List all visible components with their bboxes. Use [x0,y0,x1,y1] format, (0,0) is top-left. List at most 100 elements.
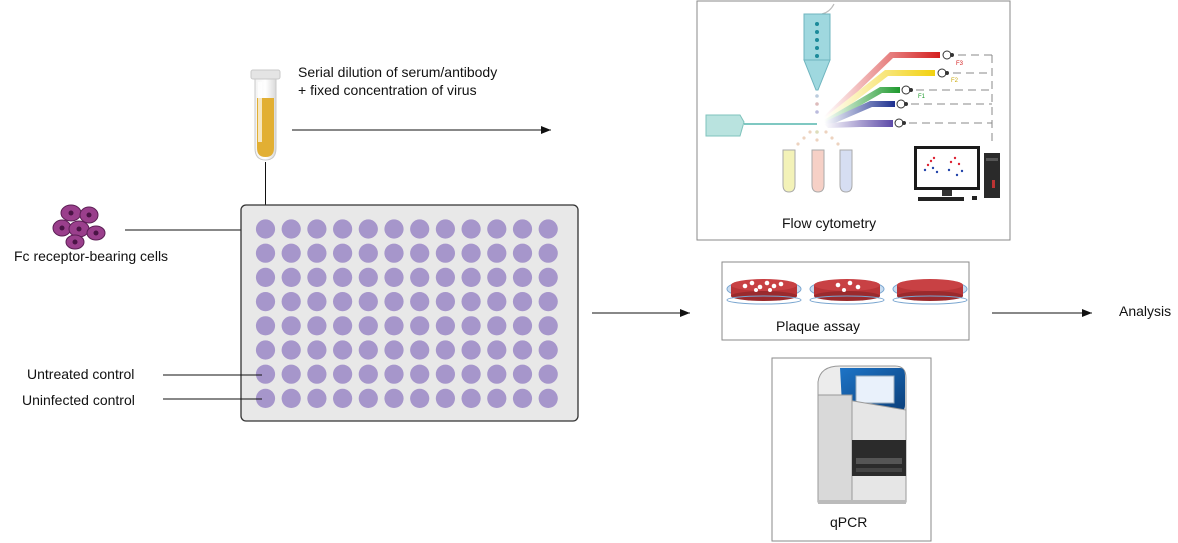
plate-well [435,388,455,408]
plate-well [333,340,353,360]
plate-well [410,219,430,239]
cells-icon [52,204,106,250]
untreated-control-label: Untreated control [27,366,135,382]
detector-label-f1: F1 [918,94,926,100]
plate-well [281,219,301,239]
flow-cytometry-label: Flow cytometry [782,215,877,231]
plate-well [410,316,430,336]
plate-well [384,340,404,360]
plate-well [435,267,455,287]
plate-well [538,243,558,263]
plate-well [435,316,455,336]
plate-well [435,219,455,239]
plate-well [358,243,378,263]
plate-well [487,388,507,408]
plate-well [410,243,430,263]
plate-well [255,340,276,360]
plate-well [281,364,301,384]
plate-well [487,316,507,336]
plate-well [538,364,558,384]
plate-well [307,243,327,263]
serum-label-line1: Serial dilution of serum/antibody [298,64,498,80]
plate-well [307,292,327,312]
plate-well [461,292,481,312]
plate-well [512,267,533,287]
flow-cytometer-icon [705,3,1000,201]
plate-well [435,292,455,312]
plate-well [307,219,327,239]
plate-well [461,316,481,336]
plate-well [410,267,430,287]
plate-well [487,219,507,239]
plate-well [384,267,404,287]
plate-well [410,292,430,312]
plate-well [512,243,533,263]
plate-well [358,292,378,312]
plate-well [384,388,404,408]
plate-well [255,243,276,263]
plate-well [333,292,353,312]
plate-well [538,340,558,360]
plate-well [333,267,353,287]
plate-well [435,364,455,384]
plate-well [358,388,378,408]
analysis-label: Analysis [1119,303,1172,319]
plate-well [333,364,353,384]
plate-well [255,364,276,384]
plate-well [307,340,327,360]
serum-label-line2: + fixed concentration of virus [298,82,477,98]
plate-well [461,243,481,263]
plate-well [461,267,481,287]
plate-well [333,388,353,408]
plate-well [512,316,533,336]
plate-well [384,364,404,384]
plate-well [384,316,404,336]
plate-well [461,364,481,384]
plate-well [307,364,327,384]
plate-well [384,219,404,239]
plate-well [307,388,327,408]
plaque-assay-label: Plaque assay [776,318,861,334]
plate-well [512,292,533,312]
plate-well [307,267,327,287]
petri-dishes-icon [726,279,968,305]
plate-well [384,292,404,312]
plate-well [358,316,378,336]
plate-well [255,219,276,239]
plate-well [358,219,378,239]
plate-wells [255,219,558,408]
plate-well [512,219,533,239]
plaque-assay-panel [721,261,970,341]
plate-well [255,267,276,287]
plate-well [435,243,455,263]
uninfected-control-label: Uninfected control [22,392,135,408]
plate-well [255,292,276,312]
plate-well [358,267,378,287]
plate-well [333,219,353,239]
plate-well [307,316,327,336]
plate-well [410,364,430,384]
qpcr-label: qPCR [830,514,868,530]
plate-well [512,340,533,360]
plate-well [435,340,455,360]
plate-well [358,340,378,360]
plate-well [538,388,558,408]
detector-label-f2: F2 [951,78,959,84]
serum-tube-icon [250,69,281,161]
plate-well [281,267,301,287]
plate-well [333,243,353,263]
qpcr-machine-icon [817,365,907,504]
plate-well [461,388,481,408]
plate-well [281,292,301,312]
cells-label: Fc receptor-bearing cells [14,248,169,264]
plate-well [538,267,558,287]
plate-well [281,243,301,263]
plate-well [487,292,507,312]
plate-well [461,219,481,239]
flow-cytometry-panel [696,0,1011,241]
plate-well [281,340,301,360]
plate-well [487,340,507,360]
plate-well [461,340,481,360]
